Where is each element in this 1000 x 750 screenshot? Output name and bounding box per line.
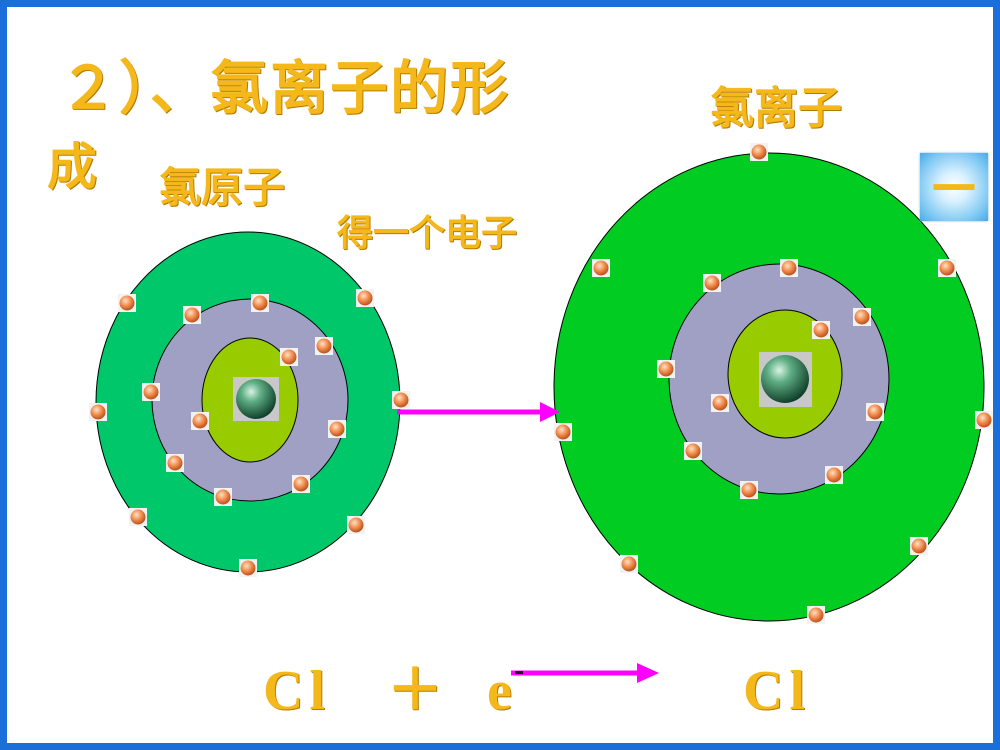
slide-title-line2: 成: [47, 137, 97, 196]
electron: [119, 295, 135, 311]
electron: [593, 260, 609, 276]
equation-plus: ＋: [387, 660, 443, 722]
electron: [192, 413, 208, 429]
equation-reactant: Cl: [263, 660, 331, 722]
electron: [357, 290, 373, 306]
electron: [658, 361, 674, 377]
electron: [712, 395, 728, 411]
electron: [939, 260, 955, 276]
electron: [293, 476, 309, 492]
electrons: [89, 143, 993, 624]
electron: [316, 338, 332, 354]
electron: [348, 517, 364, 533]
electron: [130, 509, 146, 525]
reaction-arrow: [397, 402, 560, 422]
chloride-ion: [553, 152, 985, 622]
electron: [813, 322, 829, 338]
electron: [90, 404, 106, 420]
electron: [867, 404, 883, 420]
atom-nucleus: [236, 379, 276, 419]
electron: [240, 560, 256, 576]
electron: [215, 489, 231, 505]
electron: [751, 144, 767, 160]
electron: [393, 392, 409, 408]
chlorine-atom-label: 氯原子: [159, 163, 286, 212]
equation-product: Cl: [743, 660, 811, 722]
electron: [808, 607, 824, 623]
chloride-ion-label: 氯离子: [710, 83, 842, 134]
electron: [143, 384, 159, 400]
electron: [854, 309, 870, 325]
equation-fragment-mark: [535, 743, 539, 750]
electron: [741, 482, 757, 498]
negative-charge-badge: —: [920, 153, 988, 221]
electron: [252, 295, 268, 311]
charge-sign: —: [931, 157, 977, 211]
electron: [781, 260, 797, 276]
electron: [704, 275, 720, 291]
electron: [555, 424, 571, 440]
diagram-canvas: [89, 143, 993, 683]
slide-title-line1: ２）、氯离子的形: [59, 54, 511, 122]
chlorine-atom: [95, 231, 401, 573]
equation-electron: e: [487, 660, 512, 722]
electron: [826, 467, 842, 483]
electron: [911, 538, 927, 554]
electron: [167, 455, 183, 471]
electron: [685, 443, 701, 459]
equation-arrow: [511, 663, 659, 683]
ion-nucleus: [761, 355, 809, 403]
electron: [329, 421, 345, 437]
electron: [976, 412, 992, 428]
gain-electron-label: 得一个电子: [337, 212, 518, 254]
electron: [184, 307, 200, 323]
electron-charge-mark: [515, 671, 523, 674]
electron: [281, 349, 297, 365]
electron: [621, 556, 637, 572]
